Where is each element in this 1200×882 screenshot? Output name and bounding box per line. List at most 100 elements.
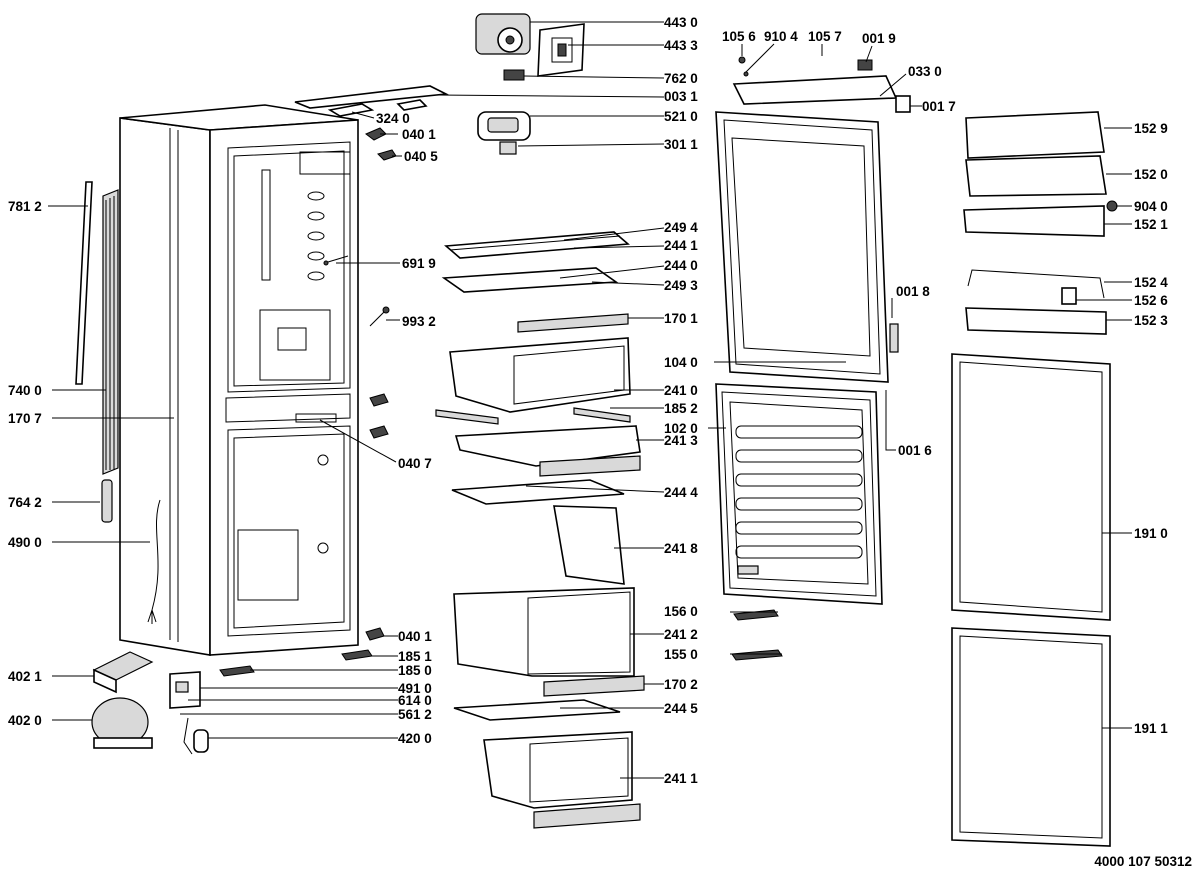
- callout-170-1: 170 1: [664, 311, 698, 326]
- small-feet: [219, 649, 373, 677]
- callout-244-1: 244 1: [664, 238, 698, 253]
- callout-244-5: 244 5: [664, 701, 698, 716]
- callout-614-0: 614 0: [398, 693, 432, 708]
- callout-910-4: 910 4: [764, 29, 798, 44]
- callout-040-5: 040 5: [404, 149, 438, 164]
- hinge-small: [365, 127, 397, 641]
- callout-152-0: 152 0: [1134, 167, 1168, 182]
- callout-185-1: 185 1: [398, 649, 432, 664]
- filter-drier: [101, 479, 113, 523]
- crisper-drawer-upper: [449, 337, 631, 413]
- callout-152-1: 152 1: [1134, 217, 1168, 232]
- callout-740-0: 740 0: [8, 383, 42, 398]
- glass-shelf-bottom: [453, 699, 621, 721]
- callout-104-0: 104 0: [664, 355, 698, 370]
- bottle-guard: [967, 269, 1105, 299]
- evaporator-fan-motor: [475, 13, 531, 55]
- dairy-compartment-lid: [965, 111, 1105, 159]
- sensor-probe: [369, 306, 390, 327]
- callout-402-0: 402 0: [8, 713, 42, 728]
- callout-249-4: 249 4: [664, 220, 698, 235]
- callout-244-4: 244 4: [664, 485, 698, 500]
- callout-301-1: 301 1: [664, 137, 698, 152]
- glass-shelf-middle: [441, 267, 619, 293]
- callout-490-0: 490 0: [8, 535, 42, 550]
- document-number: 4000 107 50312: [1094, 854, 1192, 869]
- callout-001-6: 001 6: [898, 443, 932, 458]
- top-cover: [294, 85, 449, 117]
- fridge-door-inner: [715, 111, 889, 383]
- callout-152-9: 152 9: [1134, 121, 1168, 136]
- glass-shelf-freezer: [451, 479, 625, 505]
- fan-cover: [537, 23, 585, 77]
- freezer-drawer-small: [483, 731, 641, 829]
- drawer-cover: [454, 425, 641, 477]
- callout-241-2: 241 2: [664, 627, 698, 642]
- bottle-clip: [1061, 287, 1077, 305]
- callout-241-3: 241 3: [664, 433, 698, 448]
- capacitor: [183, 717, 209, 755]
- callout-001-9: 001 9: [862, 31, 896, 46]
- wiring-harness: [323, 255, 349, 266]
- door-feet: [731, 609, 783, 661]
- callout-labels: 443 0 443 3 762 0 003 1 324 0 040 1 040 …: [8, 15, 1192, 869]
- drawer-front-trim: [543, 675, 645, 697]
- relay-bracket: [169, 671, 201, 709]
- callout-191-0: 191 0: [1134, 526, 1168, 541]
- callout-402-1: 402 1: [8, 669, 42, 684]
- callout-691-9: 691 9: [402, 256, 436, 271]
- callout-241-1: 241 1: [664, 771, 698, 786]
- callout-001-8: 001 8: [896, 284, 930, 299]
- callout-324-0: 324 0: [376, 111, 410, 126]
- callout-993-2: 993 2: [402, 314, 436, 329]
- air-grille: [503, 69, 525, 81]
- freezer-door-inner: [715, 383, 883, 605]
- callout-561-2: 561 2: [398, 707, 432, 722]
- callout-244-0: 244 0: [664, 258, 698, 273]
- cabinet-body: [119, 104, 359, 656]
- callout-185-2: 185 2: [664, 401, 698, 416]
- glass-shelf-upper: [444, 231, 630, 259]
- callout-156-0: 156 0: [664, 604, 698, 619]
- callout-003-1: 003 1: [664, 89, 698, 104]
- dairy-compartment: [965, 155, 1118, 212]
- callout-443-0: 443 0: [664, 15, 698, 30]
- callout-521-0: 521 0: [664, 109, 698, 124]
- callout-040-7: 040 7: [398, 456, 432, 471]
- door-bin-lower: [965, 307, 1107, 335]
- callout-152-3: 152 3: [1134, 313, 1168, 328]
- freezer-drawer-large: [453, 587, 635, 677]
- callout-241-8: 241 8: [664, 541, 698, 556]
- door-bin-upper: [963, 205, 1105, 237]
- top-hinge-bracket: [732, 56, 911, 113]
- compressor: [91, 697, 153, 749]
- callout-185-0: 185 0: [398, 663, 432, 678]
- leader-lines: [48, 21, 1132, 779]
- callout-904-0: 904 0: [1134, 199, 1168, 214]
- callout-241-0: 241 0: [664, 383, 698, 398]
- door-gasket-upper: [951, 353, 1111, 621]
- callout-762-0: 762 0: [664, 71, 698, 86]
- callout-491-0: 491 0: [398, 681, 432, 696]
- lamp-cover: [499, 141, 517, 155]
- callout-033-0: 033 0: [908, 64, 942, 79]
- condenser-coil: [102, 189, 119, 475]
- drawer-rails: [435, 407, 631, 425]
- callout-105-7: 105 7: [808, 29, 842, 44]
- callout-170-7: 170 7: [8, 411, 42, 426]
- callout-249-3: 249 3: [664, 278, 698, 293]
- freezer-flap: [553, 505, 625, 585]
- power-cable: [147, 499, 161, 624]
- callout-040-1-bottom: 040 1: [398, 629, 432, 644]
- callout-102-0: 102 0: [664, 421, 698, 436]
- callout-105-6: 105 6: [722, 29, 756, 44]
- callout-170-2: 170 2: [664, 677, 698, 692]
- callout-001-7: 001 7: [922, 99, 956, 114]
- callout-152-6: 152 6: [1134, 293, 1168, 308]
- drain-tube: [75, 181, 93, 385]
- callout-781-2: 781 2: [8, 199, 42, 214]
- callout-443-3: 443 3: [664, 38, 698, 53]
- door-hinge-middle: [889, 323, 899, 353]
- callout-191-1: 191 1: [1134, 721, 1168, 736]
